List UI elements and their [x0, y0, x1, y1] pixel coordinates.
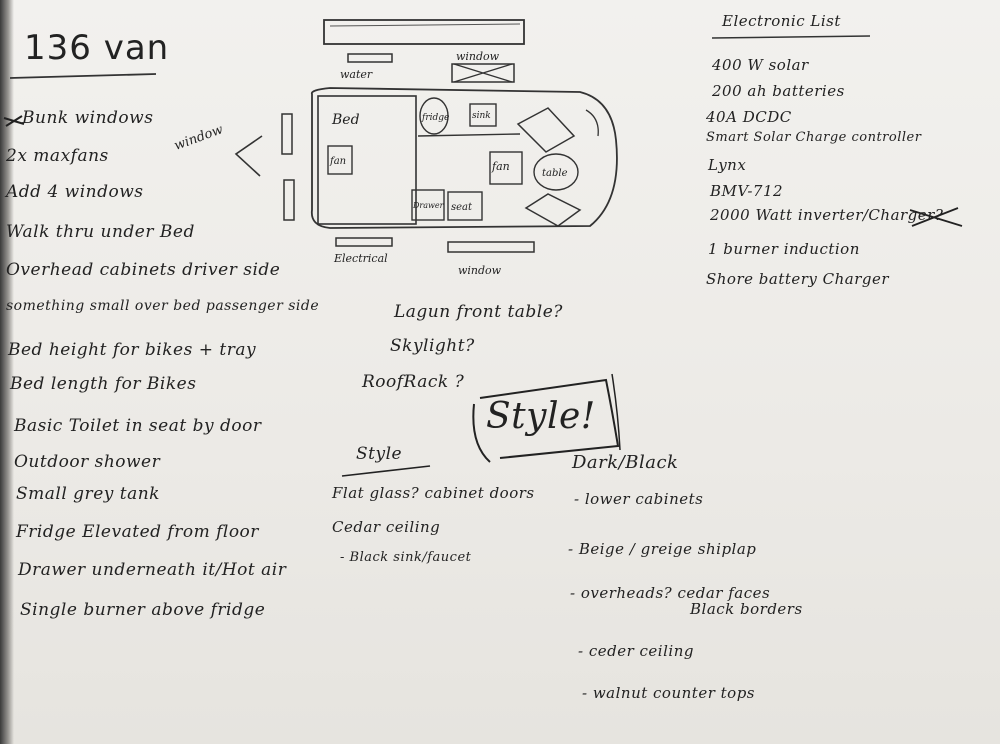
question-item: Skylight?	[390, 336, 475, 356]
left-list-item: Bed height for bikes + tray	[8, 340, 257, 360]
left-list-item: Basic Toilet in seat by door	[14, 416, 262, 436]
style-section-item: Cedar ceiling	[332, 518, 441, 536]
question-item: Lagun front table?	[394, 302, 563, 322]
fridge-shape	[419, 97, 449, 135]
electrical-shape	[335, 237, 393, 247]
left-list-item: Drawer underneath it/Hot air	[18, 560, 287, 580]
dark-section-item: - ceder ceiling	[578, 642, 694, 660]
diagram-label-seat: seat	[451, 202, 473, 213]
electronic-list-item: BMV-712	[710, 182, 784, 200]
front-seat-shape	[524, 193, 582, 227]
left-list-item: Add 4 windows	[6, 182, 144, 202]
style-box-text: Style!	[486, 396, 596, 437]
left-list-item: Overhead cabinets driver side	[6, 260, 281, 280]
sink-shape	[469, 103, 497, 127]
water-tank-shape	[323, 19, 525, 45]
fan-shape	[327, 145, 353, 175]
question-item: RoofRack ?	[362, 372, 465, 392]
paper-edge-shadow	[0, 0, 14, 744]
left-list-item: Outdoor shower	[14, 452, 161, 472]
front-seat-shape	[516, 107, 576, 153]
diagram-label-electrical: Electrical	[333, 252, 388, 265]
diagram-label-fridge: fridge	[421, 113, 449, 123]
left-list-item: Bed length for Bikes	[10, 374, 197, 394]
dark-section-item: - overheads? cedar faces	[570, 584, 771, 602]
electronic-list-heading: Electronic List	[722, 12, 841, 30]
window-shape	[447, 241, 535, 253]
diagram-label-fan: fan	[491, 160, 510, 173]
left-list-item: Walk thru under Bed	[6, 222, 195, 242]
style-section-item: Flat glass? cabinet doors	[332, 484, 535, 502]
fan-shape	[489, 151, 523, 185]
style-section-item: - Black sink/faucet	[340, 550, 472, 565]
electronic-list-item: 1 burner induction	[708, 240, 860, 258]
drawer-shape	[411, 189, 445, 221]
left-list-item: Single burner above fridge	[20, 600, 266, 620]
window-shape	[281, 113, 293, 155]
seat-shape	[447, 191, 483, 221]
left-list-item: Fridge Elevated from floor	[16, 522, 259, 542]
left-list-item: 2x maxfans	[6, 146, 109, 166]
diagram-label-window: window	[456, 50, 500, 63]
dark-section-item: - walnut counter tops	[582, 684, 755, 702]
left-list-item: Bunk windows	[22, 108, 154, 128]
left-list-item: Small grey tank	[16, 484, 160, 504]
left-list-item: something small over bed passenger side	[6, 298, 320, 314]
electronic-list-item: Smart Solar Charge controller	[706, 130, 922, 145]
dark-section-heading: Dark/Black	[572, 452, 679, 473]
diagram-label-table: table	[542, 168, 568, 179]
diagram-label-drawer: Drawer	[412, 201, 445, 210]
window-shape	[283, 179, 295, 221]
diagram-label-window: window	[458, 264, 502, 277]
dark-section-item: Black borders	[690, 600, 803, 618]
window-shape	[347, 53, 393, 63]
van-body-outline	[310, 87, 618, 229]
electronic-list-item: 200 ah batteries	[712, 82, 845, 100]
dark-section-item: - Beige / greige shiplap	[568, 540, 757, 558]
table-shape	[533, 153, 579, 191]
diagram-label-fan: fan	[329, 156, 346, 167]
electronic-list-item: 40A DCDC	[706, 108, 792, 126]
page-title: 136 van	[24, 28, 170, 68]
electronic-list-item: Lynx	[708, 156, 747, 174]
electronic-list-item: Shore battery Charger	[706, 270, 890, 288]
bed-area	[317, 95, 417, 225]
window-arrow	[234, 135, 263, 177]
electronic-list-item: 2000 Watt inverter/Charger?	[710, 206, 944, 224]
window-shape	[451, 63, 515, 83]
electronic-list-item: 400 W solar	[712, 56, 809, 74]
dark-section-item: - lower cabinets	[574, 490, 704, 508]
style-section-heading: Style	[356, 444, 403, 464]
diagram-label-sink: sink	[472, 111, 491, 121]
diagram-label-bed: Bed	[331, 112, 360, 128]
diagram-label-water: water	[340, 68, 373, 81]
